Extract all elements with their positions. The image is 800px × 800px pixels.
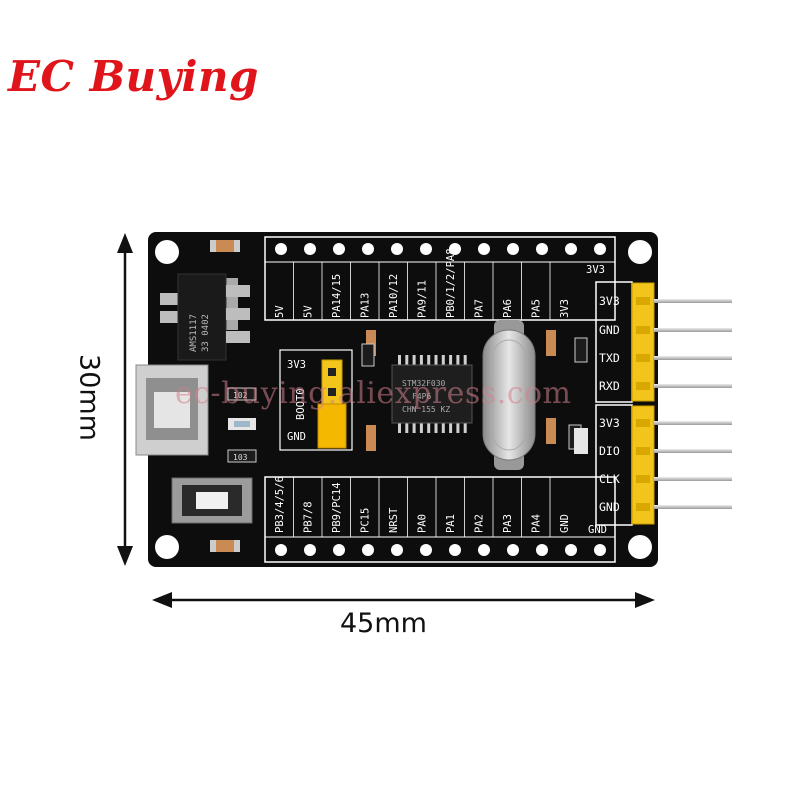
- top-pin-label: PA13: [360, 293, 372, 318]
- header-pin: [654, 299, 732, 303]
- header-pin: [420, 544, 432, 556]
- top-pin-label: 3V3: [559, 299, 571, 318]
- header-pin: [362, 544, 374, 556]
- bottom-pin-label: PC15: [360, 508, 372, 533]
- svg-text:F4P6: F4P6: [412, 392, 431, 401]
- header-pin: [654, 505, 732, 509]
- header-pin: [654, 328, 732, 332]
- top-pin-label: 5V: [274, 305, 286, 318]
- top-header-pins: [275, 243, 606, 255]
- boot-label-3v3: 3V3: [287, 359, 306, 371]
- regulator-text-2: 33 0402: [201, 314, 211, 352]
- led-status: [574, 428, 588, 454]
- header-pin: [391, 544, 403, 556]
- bottom-pin-label: NRST: [388, 507, 400, 533]
- capacitors: [210, 240, 556, 552]
- width-dimension-label: 45mm: [340, 608, 427, 639]
- top-pin-label: PA7: [474, 299, 486, 318]
- header-pin: [536, 544, 548, 556]
- header-pin: [565, 243, 577, 255]
- header-pin: [304, 544, 316, 556]
- right-pins: [636, 297, 732, 511]
- top-pin-label: PA5: [531, 299, 543, 318]
- bottom-pin-label: PA2: [474, 514, 486, 533]
- watermark: ec-buying.aliexpress.com: [175, 376, 572, 411]
- bottom-pin-label: PB9/PC14: [331, 482, 343, 533]
- header-pin: [507, 544, 519, 556]
- top-pin-label: PA10/12: [388, 274, 400, 318]
- side-pin-label: GND: [599, 323, 620, 337]
- top-pin-label: PA9/11: [417, 280, 429, 318]
- boot-label-gnd: GND: [287, 431, 306, 443]
- header-pin: [536, 243, 548, 255]
- header-pin: [654, 421, 732, 425]
- side-pin-label: TXD: [599, 351, 620, 365]
- bottom-pin-label: PB3/4/5/6: [274, 476, 286, 533]
- header-pin: [420, 243, 432, 255]
- right-pin-headers: [631, 282, 655, 525]
- side-pin-label: 3V3: [599, 416, 620, 430]
- header-pin: [275, 243, 287, 255]
- bottom-pin-label: PA1: [445, 514, 457, 533]
- header-pin: [304, 243, 316, 255]
- corner-label-gnd: GND: [588, 524, 607, 536]
- boot-label-boot0: BOOT0: [295, 388, 307, 420]
- header-pin: [478, 544, 490, 556]
- bottom-pin-label: PA3: [502, 514, 514, 533]
- header-pin: [654, 449, 732, 453]
- header-pin: [275, 544, 287, 556]
- micro-usb-port: [135, 364, 209, 456]
- header-pin: [565, 544, 577, 556]
- height-dimension-label: 30mm: [73, 354, 105, 441]
- header-pin: [478, 243, 490, 255]
- side-pin-label: GND: [599, 500, 620, 514]
- svg-text:103: 103: [233, 453, 248, 462]
- top-pin-label: PA6: [502, 299, 514, 318]
- header-pin: [449, 243, 461, 255]
- corner-label-3v3: 3V3: [586, 264, 605, 276]
- header-pin: [449, 544, 461, 556]
- top-pin-label: 5V: [303, 305, 315, 318]
- header-pin: [507, 243, 519, 255]
- side-pin-label: DIO: [599, 444, 620, 458]
- header-pin: [333, 544, 345, 556]
- regulator-text-1: AMS1117: [189, 314, 199, 352]
- top-pin-label: PA14/15: [331, 274, 343, 318]
- mounting-holes: [155, 240, 652, 559]
- header-pin: [654, 477, 732, 481]
- header-pin: [654, 384, 732, 388]
- mcu-chip: STM32F030 F4P6 CHN 155 KZ: [391, 355, 473, 433]
- header-pin: [333, 243, 345, 255]
- side-pin-label: 3V3: [599, 294, 620, 308]
- boot0-jumper: [317, 359, 347, 449]
- voltage-regulator: AMS1117 33 0402: [160, 273, 250, 361]
- crystal-oscillator: [482, 320, 536, 470]
- bottom-pin-label: PA4: [531, 514, 543, 533]
- bottom-header-pins: [275, 544, 606, 556]
- reset-button: [171, 477, 253, 524]
- svg-text:STM32F030: STM32F030: [402, 379, 446, 388]
- side-pin-label: CLK: [599, 472, 620, 486]
- top-pin-label: PB0/1/2/PA8: [445, 248, 457, 318]
- header-pin: [594, 544, 606, 556]
- header-pin: [654, 356, 732, 360]
- bottom-pin-label: PB7/8: [303, 501, 315, 533]
- header-pin: [391, 243, 403, 255]
- brand-logo: EC Buying: [8, 52, 259, 101]
- header-pin: [594, 243, 606, 255]
- side-pin-label: RXD: [599, 379, 620, 393]
- bottom-pin-label: GND: [559, 514, 571, 533]
- header-pin: [362, 243, 374, 255]
- bottom-pin-label: PA0: [417, 514, 429, 533]
- svg-text:CHN 155 KZ: CHN 155 KZ: [402, 405, 450, 414]
- svg-text:102: 102: [233, 391, 248, 400]
